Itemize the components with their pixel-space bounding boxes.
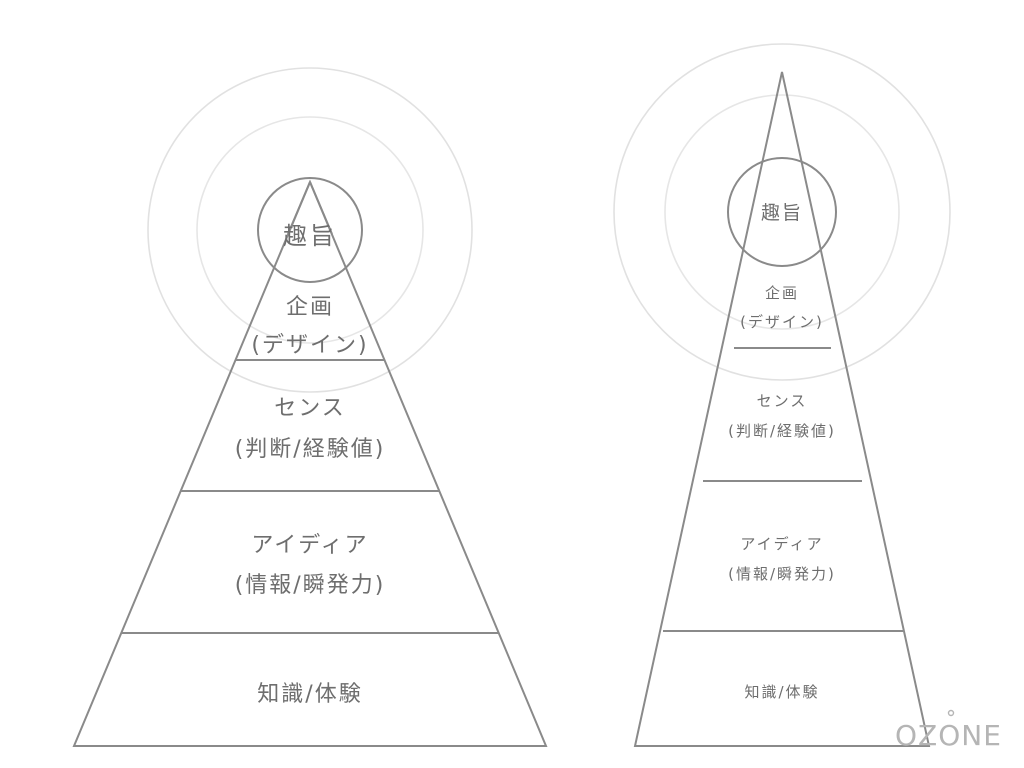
right-middle-ring (664, 94, 900, 330)
right-outer-ring (613, 43, 951, 381)
left-label-layer1-line1: 企画 (286, 295, 334, 320)
left-label-top: 趣旨 (283, 222, 337, 250)
right-label-top: 趣旨 (761, 202, 803, 224)
right-pyramid-outline (633, 71, 931, 747)
ozone-logo: OZONE (895, 709, 1002, 752)
left-pyramid-outline (72, 179, 548, 747)
right-pyramid: 趣旨 企画 (デザイン) センス (判断/経験値) アイディア (情報/瞬発力)… (613, 43, 951, 747)
left-apex-line-l (287, 181, 311, 235)
right-label-layer3-line2: (情報/瞬発力) (728, 565, 836, 583)
left-label-layer2-line2: (判断/経験値) (235, 437, 386, 462)
left-outer-ring (147, 67, 473, 393)
left-label-layer3-line2: (情報/瞬発力) (235, 573, 386, 598)
left-apex-line-r (309, 181, 333, 235)
left-label-layer3-line1: アイディア (251, 533, 368, 558)
left-core-circle (257, 177, 363, 283)
right-label-layer3-line1: アイディア (740, 535, 823, 553)
right-core-circle (727, 157, 837, 267)
right-label-layer1-line1: 企画 (765, 284, 799, 302)
right-label-layer2-line1: センス (757, 392, 808, 410)
logo-dot-icon (947, 709, 955, 717)
right-label-layer4: 知識/体験 (744, 683, 819, 701)
right-label-layer1-line2: (デザイン) (740, 313, 824, 331)
left-pyramid: 趣旨 企画 (デザイン) センス (判断/経験値) アイディア (情報/瞬発力)… (72, 67, 548, 747)
left-label-layer1-line2: (デザイン) (251, 333, 368, 358)
logo-text: OZONE (895, 719, 1002, 752)
left-label-layer2-line1: センス (274, 396, 346, 421)
left-middle-ring (196, 116, 424, 344)
right-label-layer2-line2: (判断/経験値) (728, 422, 836, 440)
left-label-layer4: 知識/体験 (257, 682, 362, 707)
